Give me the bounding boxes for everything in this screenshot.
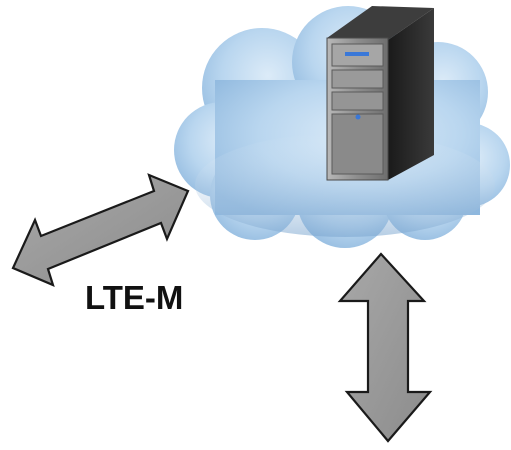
server-bay-3 xyxy=(331,91,384,111)
server-top xyxy=(327,6,434,40)
double-arrow-vertical-icon xyxy=(337,252,433,443)
server-tower-icon xyxy=(326,6,434,181)
server-bay-4 xyxy=(331,113,384,175)
cloud-icon xyxy=(174,6,510,248)
link-label: LTE-M xyxy=(85,279,183,316)
server-side xyxy=(388,8,434,180)
server-bay-2 xyxy=(331,69,384,89)
double-arrow-diagonal-icon xyxy=(11,173,190,287)
server-power-led xyxy=(355,114,361,120)
server-led-display xyxy=(345,52,369,56)
